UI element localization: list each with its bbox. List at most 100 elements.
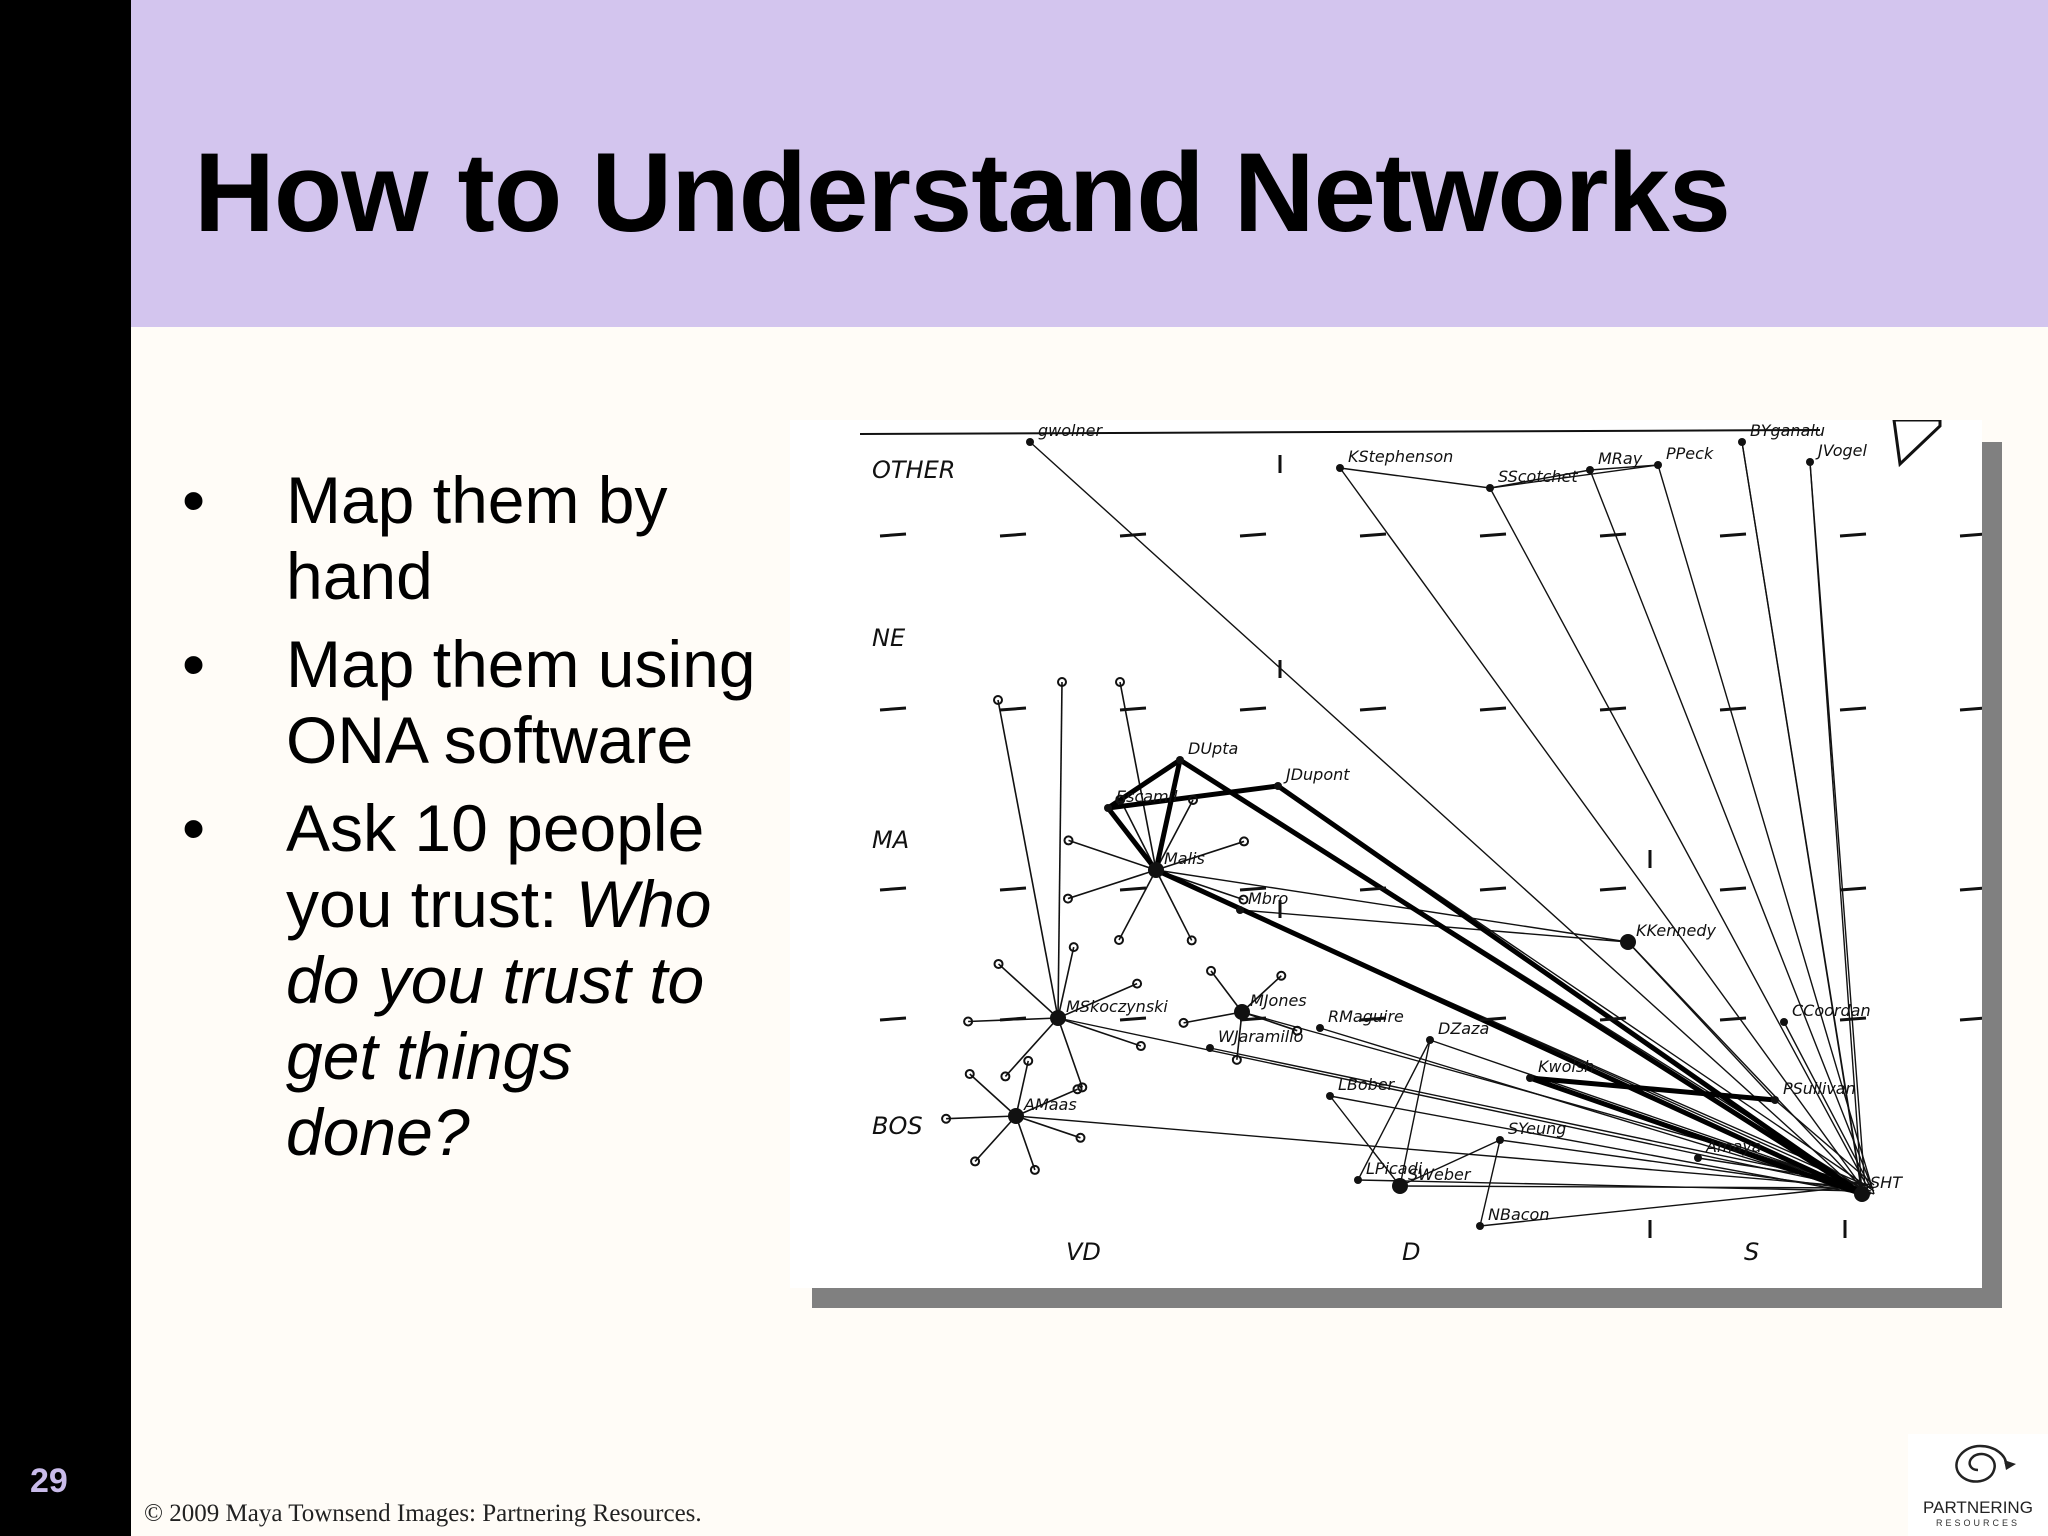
network-node: [1426, 1036, 1434, 1044]
network-node: [1654, 461, 1662, 469]
network-node: [1738, 438, 1746, 446]
network-node-label: KKennedy: [1636, 921, 1717, 940]
network-edge-strong: [1106, 757, 1182, 811]
sketch-dash: [1599, 532, 1627, 538]
network-node-label: Kwolsh: [1538, 1057, 1594, 1076]
network-edge: [1741, 441, 1863, 1195]
network-node: [1176, 756, 1184, 764]
sketch-dash: [1839, 532, 1867, 538]
slide-number: 29: [30, 1462, 68, 1500]
network-node: [1050, 1010, 1066, 1026]
bullet-list: • Map them by hand • Map them using ONA …: [178, 462, 758, 1182]
network-edge-strong: [1178, 757, 1864, 1197]
network-node-label: Malis: [1164, 849, 1205, 868]
row-label: MA: [872, 826, 909, 854]
network-node-small: [1206, 965, 1217, 976]
network-node: [1316, 1024, 1324, 1032]
sketch-dash: [1839, 1016, 1867, 1022]
network-edge-strong: [1106, 806, 1158, 872]
spiral-icon: [1955, 1444, 2016, 1483]
column-label: S: [1744, 1238, 1759, 1266]
network-node-label: DUpta: [1188, 739, 1238, 758]
sketch-dash: [1479, 886, 1507, 892]
network-node-small: [1000, 1071, 1011, 1082]
sketch-dash: [1479, 706, 1507, 712]
network-edge: [1657, 464, 1875, 1195]
network-edge: [1004, 1017, 1059, 1077]
logo-subtitle: RESOURCES: [1935, 1518, 2020, 1528]
network-node-small: [1062, 893, 1073, 904]
network-node: [1780, 1018, 1788, 1026]
network-edge: [1319, 1027, 1866, 1195]
network-node-small: [1238, 894, 1249, 905]
network-node: [1354, 1176, 1362, 1184]
network-edge: [1489, 487, 1869, 1189]
sketch-dash: [1959, 886, 1982, 892]
network-node: [1620, 934, 1636, 950]
network-edge-strong: [1107, 783, 1279, 811]
sketch-dash: [879, 1016, 907, 1022]
network-node: [1771, 1096, 1779, 1104]
network-edge: [1155, 799, 1194, 871]
partnering-resources-logo: PARTNERING RESOURCES: [1908, 1434, 2048, 1536]
sketch-dash: [1839, 886, 1867, 892]
network-node-small: [1114, 935, 1125, 946]
sketch-dash: [1599, 886, 1627, 892]
sketch-dash: [1839, 706, 1867, 712]
network-edge: [1210, 970, 1243, 1013]
network-node-small: [1077, 1082, 1088, 1093]
network-node: [1392, 1178, 1408, 1194]
network-node: [1026, 438, 1034, 446]
network-edge: [1399, 1039, 1431, 1187]
network-node: [1496, 1136, 1504, 1144]
network-node: [1806, 458, 1814, 466]
network-node-small: [1187, 794, 1198, 805]
network-node-small: [964, 1068, 975, 1079]
network-edge: [1155, 840, 1245, 871]
bullet-item: • Ask 10 people you trust: Who do you tr…: [178, 790, 758, 1170]
left-bar: [0, 0, 131, 1536]
sketch-dash: [1239, 1016, 1267, 1022]
network-node-small: [993, 695, 1003, 705]
network-node-label: SYeung: [1508, 1119, 1566, 1138]
sketch-dash: [1719, 532, 1747, 538]
sketch-dash: [879, 886, 907, 892]
network-node-small: [1075, 1132, 1086, 1143]
sketch-top-rule: [859, 429, 1821, 435]
sketch-dash: [1119, 886, 1147, 892]
sketch-dash: [1479, 532, 1507, 538]
network-edge: [1119, 681, 1157, 871]
network-node: [1274, 782, 1282, 790]
network-node-label: MJones: [1250, 991, 1307, 1010]
sketch-dash: [999, 706, 1027, 712]
row-label: NE: [872, 624, 906, 652]
copyright-footer: © 2009 Maya Townsend Images: Partnering …: [144, 1500, 702, 1527]
network-edge: [997, 963, 1059, 1019]
network-edge: [1339, 467, 1866, 1192]
network-edge: [1239, 909, 1629, 943]
bullet-text: Ask 10 people you trust:: [286, 791, 705, 941]
network-node-label: AMaas: [1023, 1095, 1077, 1114]
network-node-label: Amaya: [1705, 1137, 1762, 1156]
network-node: [1486, 484, 1494, 492]
network-edge: [1057, 946, 1075, 1019]
network-edge: [1241, 1011, 1298, 1032]
network-node-small: [1276, 970, 1287, 981]
network-edge: [1057, 1017, 1084, 1088]
network-node-small: [1231, 1054, 1242, 1065]
network-node: [1336, 464, 1344, 472]
network-node-small: [963, 1016, 974, 1027]
network-edge: [1057, 982, 1138, 1019]
network-edge: [1489, 469, 1591, 489]
network-edge: [1399, 1185, 1866, 1189]
network-edge: [1067, 869, 1157, 900]
network-edge: [1809, 461, 1863, 1195]
network-edge: [1068, 839, 1157, 871]
network-node: [1586, 466, 1594, 474]
network-node-small: [1057, 677, 1067, 687]
bullet-marker: •: [182, 463, 206, 537]
network-edge: [1339, 467, 1491, 489]
sketch-dash: [1119, 706, 1147, 712]
sketch-dash: [999, 1016, 1027, 1022]
